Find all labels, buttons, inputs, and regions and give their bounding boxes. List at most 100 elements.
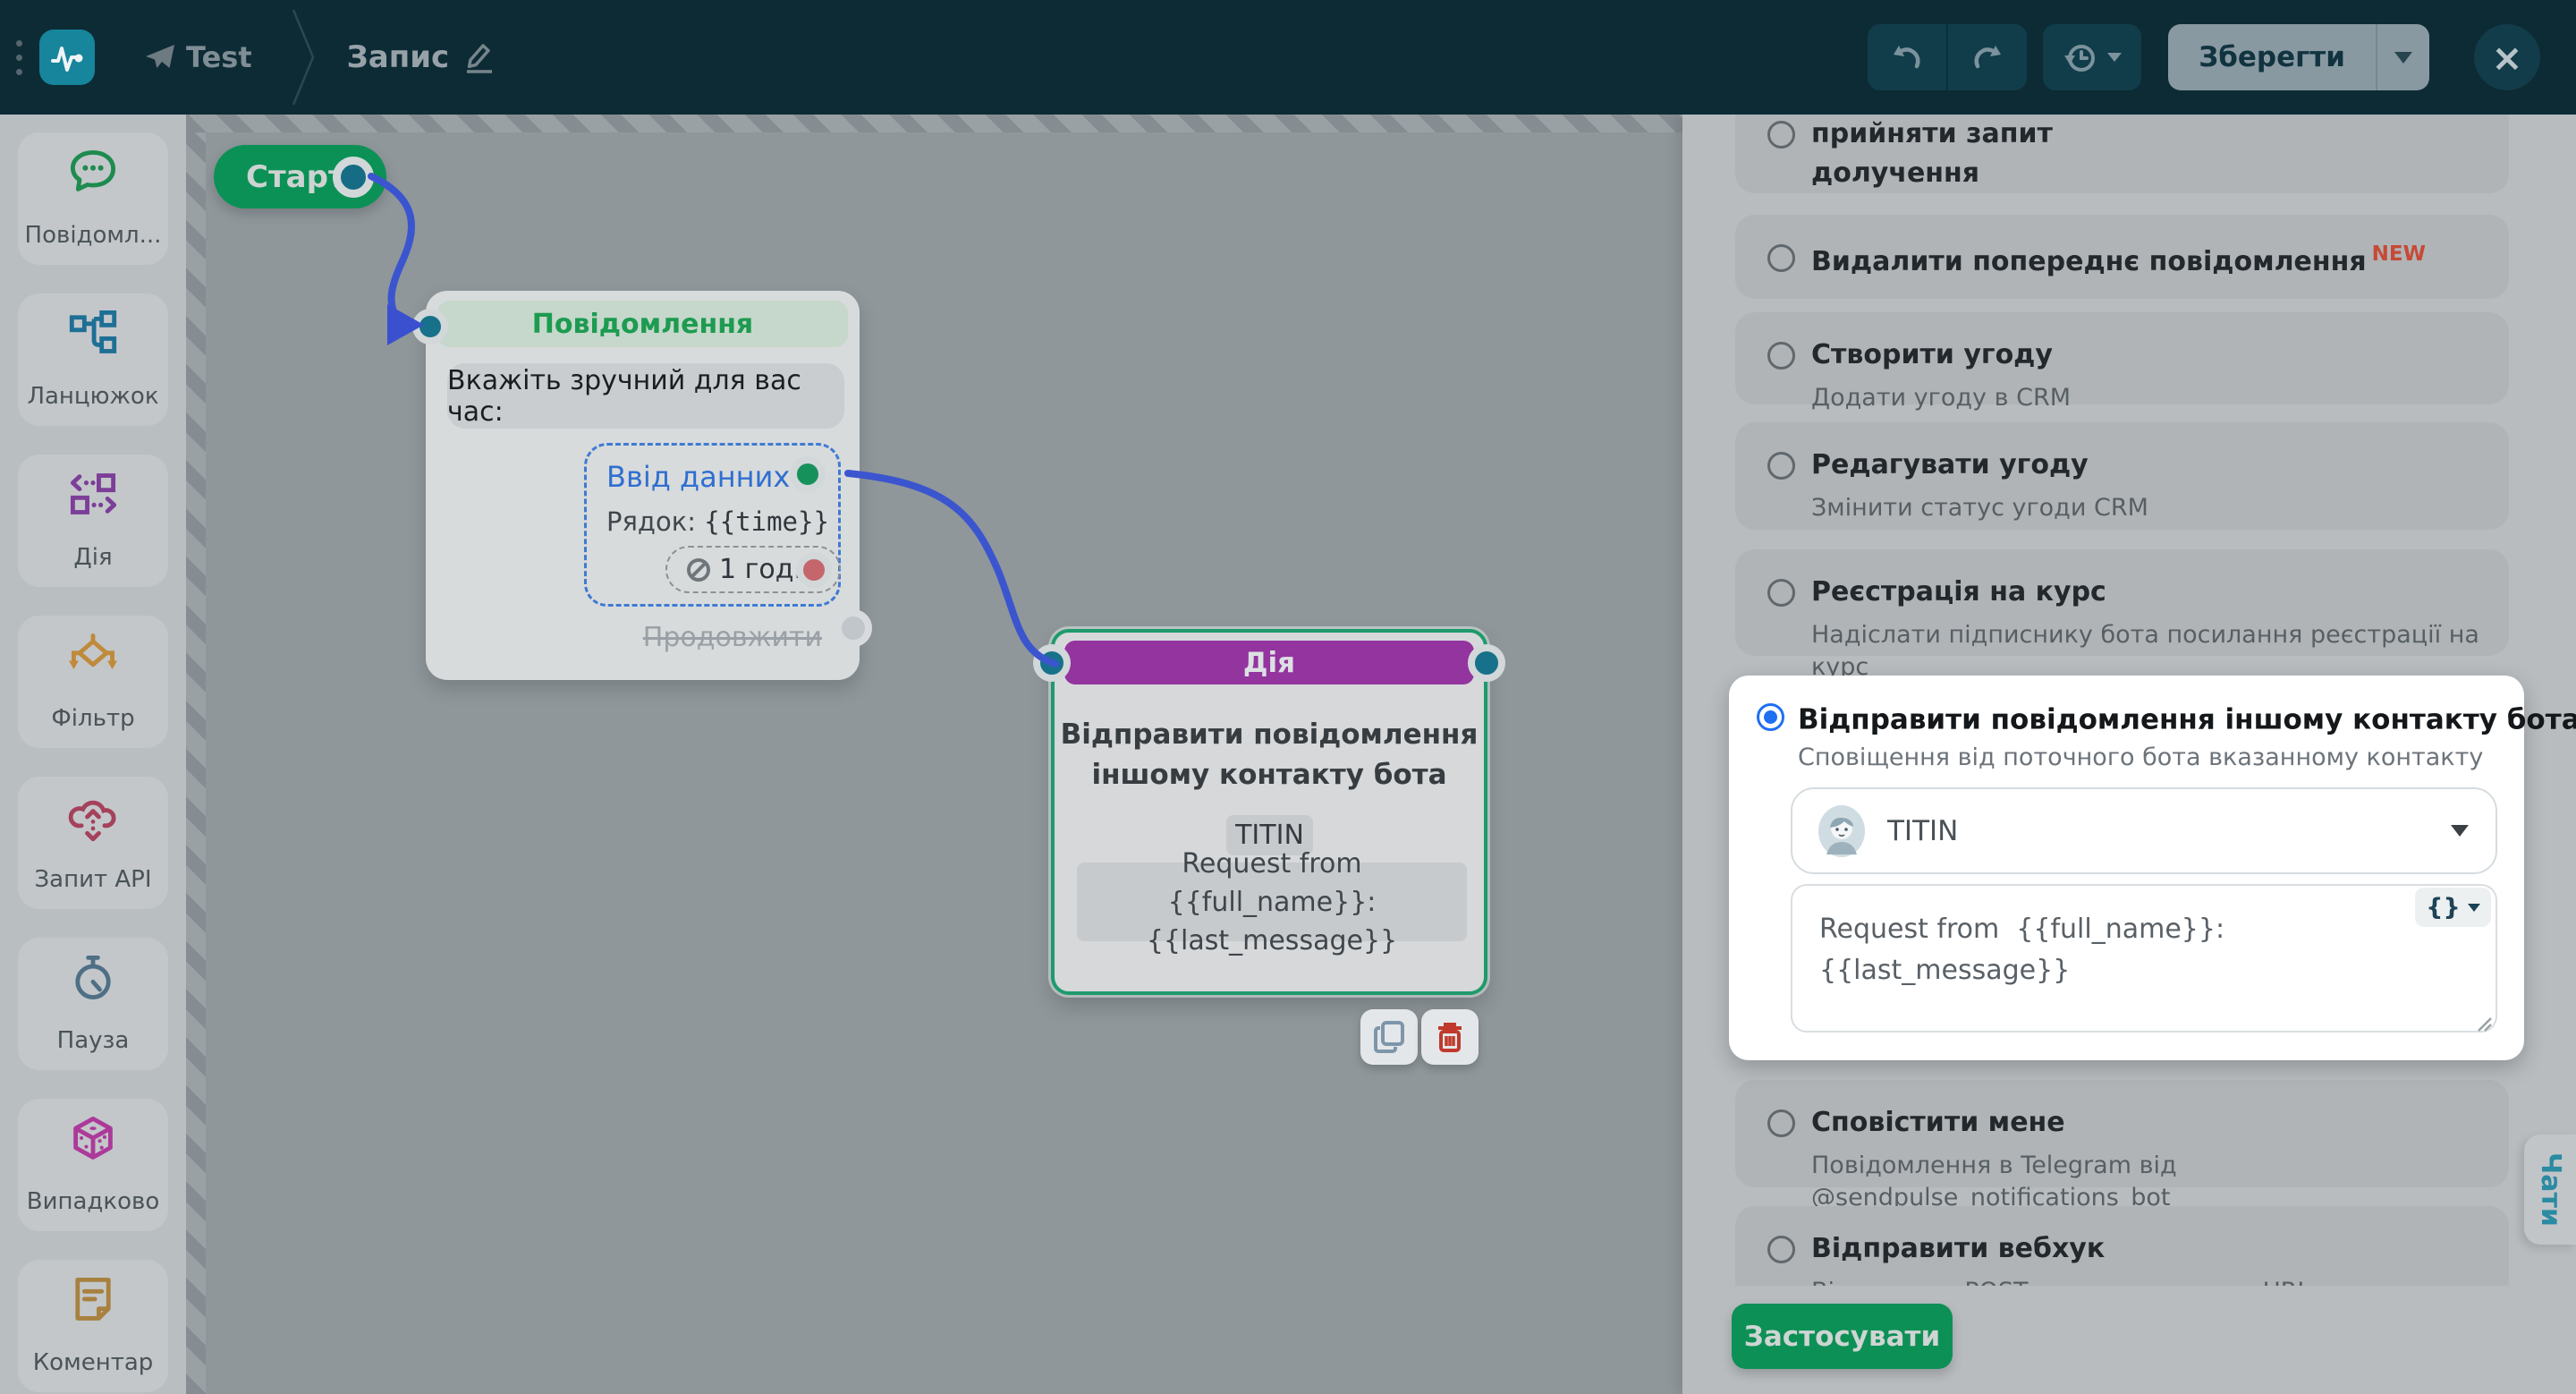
action-description-line1: Відправити повідомлення [1055, 715, 1484, 755]
blocks-sidebar: Повідомл... Ланцюжок Дія [0, 115, 186, 1394]
sendpulse-logo[interactable] [39, 30, 95, 85]
user-input-timeout-port[interactable] [796, 552, 832, 588]
timeout-pill[interactable]: 1 год. [665, 546, 841, 593]
action-node-header: Дія [1064, 641, 1474, 684]
insert-variable-button[interactable]: {} [2415, 888, 2491, 927]
redo-icon [1970, 40, 2004, 74]
history-button[interactable] [2043, 24, 2141, 90]
sidebar-item-action[interactable]: Дія [18, 455, 168, 587]
message-node-input-port[interactable] [412, 309, 448, 344]
undo-button[interactable] [1868, 24, 1946, 90]
action-node[interactable]: Дія Відправити повідомлення іншому конта… [1051, 629, 1487, 995]
option-course-registration[interactable]: Реєстрація на курс Надіслати підписнику … [1735, 549, 2509, 656]
save-split-button: Зберегти [2168, 24, 2429, 90]
radio-create-deal[interactable] [1767, 342, 1795, 370]
radio-notify-me[interactable] [1767, 1109, 1795, 1137]
sidebar-item-comment[interactable]: Коментар [18, 1260, 168, 1392]
sidebar-item-label: Випадково [27, 1188, 159, 1215]
option-title: Видалити попереднє повідомленняNEW [1811, 234, 2426, 282]
continue-button-label[interactable]: Продовжити [643, 622, 822, 653]
chevron-down-icon [2107, 53, 2122, 62]
flow-canvas[interactable]: Старт Повідомлення Вкажіть зручний для в… [186, 115, 1682, 1394]
sidebar-item-label: Фільтр [51, 705, 134, 732]
edit-title-button[interactable] [465, 40, 494, 74]
canvas-top-border [186, 115, 1682, 132]
close-button[interactable]: × [2474, 24, 2540, 90]
sidebar-item-label: Дія [73, 544, 112, 571]
radio-edit-deal[interactable] [1767, 452, 1795, 480]
copy-icon [1374, 1021, 1404, 1053]
option-notify-me[interactable]: Сповістити мене Повідомлення в Telegram … [1735, 1080, 2509, 1187]
action-message-chip: Request from {{full_name}}: {{last_messa… [1077, 863, 1467, 941]
user-input-title: Ввід данних [606, 460, 790, 494]
copy-node-button[interactable] [1360, 1009, 1418, 1065]
option-edit-deal[interactable]: Редагувати угоду Змінити статус угоди CR… [1735, 422, 2509, 530]
radio-course-registration[interactable] [1767, 579, 1795, 607]
option-create-deal[interactable]: Створити угоду Додати угоду в CRM [1735, 312, 2509, 404]
selected-option-subtitle: Сповіщення від поточного бота вказанному… [1798, 744, 2483, 771]
message-node[interactable]: Повідомлення Вкажіть зручний для вас час… [426, 291, 860, 680]
pencil-icon [465, 40, 494, 74]
chevron-down-icon [2394, 52, 2412, 64]
action-icon [68, 471, 118, 517]
kebab-menu-icon[interactable] [16, 40, 25, 75]
option-subtitle: Надіслати підписнику бота посилання реєс… [1811, 619, 2482, 684]
row-type-label: Рядок: [606, 506, 696, 537]
sidebar-item-message[interactable]: Повідомл... [18, 132, 168, 265]
option-title: Сповістити мене [1811, 1103, 2065, 1143]
bot-breadcrumb[interactable]: Test [145, 40, 252, 74]
start-node-output-port[interactable] [333, 157, 374, 198]
action-node-description: Відправити повідомлення іншому контакту … [1055, 715, 1484, 795]
radio-delete-previous[interactable] [1767, 244, 1795, 272]
resize-handle[interactable] [2471, 1011, 2493, 1033]
option-subtitle: Додати угоду в CRM [1811, 382, 2482, 414]
pulse-icon [49, 41, 85, 73]
message-text-input[interactable]: Request from {{full_name}}: {{last_messa… [1791, 884, 2497, 1033]
action-node-output-port[interactable] [1468, 644, 1505, 682]
radio-unblock-group[interactable] [1767, 121, 1795, 149]
radio-send-message-other-contact[interactable] [1757, 703, 1784, 731]
user-input-success-port[interactable] [790, 456, 826, 492]
start-node[interactable]: Старт [214, 145, 386, 208]
breadcrumb-separator [292, 8, 315, 106]
action-description-line2: іншому контакту бота [1055, 755, 1484, 795]
sidebar-item-label: Пауза [57, 1027, 130, 1054]
undo-redo-group [1868, 24, 2027, 90]
continue-output-port[interactable] [835, 609, 872, 647]
history-group [2043, 24, 2141, 90]
save-options-button[interactable] [2377, 24, 2429, 90]
radio-send-webhook[interactable] [1767, 1236, 1795, 1263]
telegram-icon [145, 44, 175, 71]
canvas-left-border [186, 132, 206, 1394]
connection-input-to-action [848, 473, 1055, 664]
api-request-icon [68, 793, 118, 841]
delete-node-button[interactable] [1421, 1009, 1479, 1065]
message-bubble[interactable]: Вкажіть зручний для вас час: [447, 363, 844, 429]
sidebar-item-filter[interactable]: Фільтр [18, 616, 168, 748]
chevron-down-icon [2451, 825, 2469, 837]
option-delete-previous-message[interactable]: Видалити попереднє повідомленняNEW [1735, 215, 2509, 299]
chats-side-tab[interactable]: Чати [2524, 1135, 2576, 1245]
chats-tab-label: Чати [2535, 1152, 2566, 1227]
option-title: Реєстрація на курс [1811, 573, 2106, 612]
history-clock-icon [2063, 39, 2098, 75]
flow-title: Запис [347, 39, 495, 75]
save-button[interactable]: Зберегти [2168, 41, 2376, 73]
sidebar-item-random[interactable]: Випадково [18, 1099, 168, 1231]
option-subtitle: Повідомлення в Telegram від @sendpulse_n… [1811, 1150, 2482, 1214]
sidebar-item-api-request[interactable]: Запит API [18, 777, 168, 909]
redo-button[interactable] [1948, 24, 2027, 90]
user-input-block[interactable]: Ввід данних Рядок: {{time}} 1 год. [584, 443, 841, 607]
comment-icon [68, 1276, 118, 1324]
contact-select[interactable]: TITIN [1791, 787, 2497, 874]
new-badge: NEW [2372, 242, 2426, 266]
trash-icon [1436, 1021, 1464, 1053]
selected-option-title: Відправити повідомлення іншому контакту … [1798, 701, 2576, 735]
contact-avatar [1818, 804, 1866, 858]
action-node-input-port[interactable] [1033, 644, 1071, 682]
sidebar-item-chain[interactable]: Ланцюжок [18, 293, 168, 426]
option-send-message-other-contact[interactable]: Відправити повідомлення іншому контакту … [1729, 676, 2524, 1060]
sidebar-item-label: Повідомл... [25, 222, 162, 249]
sidebar-item-pause[interactable]: Пауза [18, 938, 168, 1070]
apply-button[interactable]: Застосувати [1732, 1304, 1953, 1369]
